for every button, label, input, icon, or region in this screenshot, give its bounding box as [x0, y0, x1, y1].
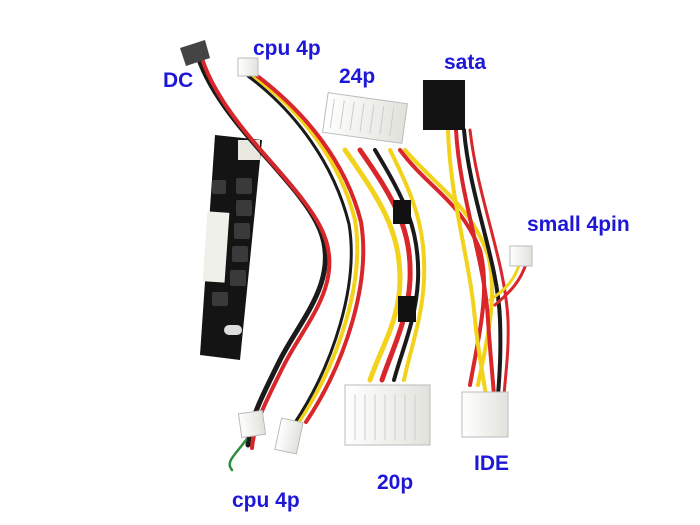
label-cpu-4p-top: cpu 4p	[253, 37, 321, 60]
label-20p: 20p	[377, 471, 414, 494]
sata-ide-cable	[423, 80, 533, 438]
label-small-4pin: small 4pin	[527, 213, 630, 236]
dc-cable	[180, 40, 332, 472]
cpu-4p-top-cable	[237, 57, 366, 426]
label-24p: 24p	[339, 65, 376, 88]
label-cpu-4p-bottom: cpu 4p	[232, 489, 300, 512]
label-dc: DC	[163, 69, 194, 92]
psu-board	[200, 135, 262, 360]
cpu-4p-bottom-connectors	[237, 409, 304, 455]
label-sata: sata	[444, 51, 487, 74]
label-ide: IDE	[474, 452, 510, 475]
